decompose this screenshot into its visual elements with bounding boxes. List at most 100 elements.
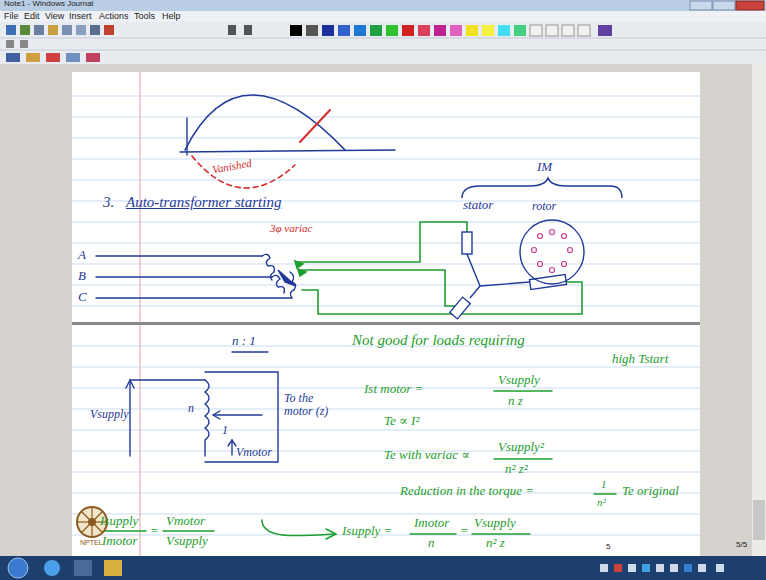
rotor-symbol bbox=[520, 220, 584, 284]
implication-arrow bbox=[262, 520, 334, 536]
variac-symbol bbox=[262, 254, 296, 298]
equation-term: Te original bbox=[622, 484, 679, 498]
taskbar bbox=[656, 564, 664, 572]
rotor-symbol bbox=[562, 262, 567, 267]
im-brace bbox=[462, 178, 622, 198]
scroll-bar bbox=[752, 64, 766, 556]
rotor-symbol bbox=[550, 230, 555, 235]
journal-page bbox=[140, 72, 141, 556]
fraction-bars bbox=[494, 390, 552, 391]
rotor-symbol bbox=[532, 248, 537, 253]
transformer-sketch bbox=[130, 380, 205, 456]
transformer-sketch bbox=[232, 351, 268, 352]
stator-winding bbox=[450, 297, 471, 319]
toolbar bbox=[6, 25, 16, 35]
journal-page bbox=[72, 72, 700, 556]
taskbar bbox=[670, 564, 678, 572]
toolbar bbox=[0, 22, 766, 64]
nptel-logo bbox=[82, 512, 102, 532]
scroll-bar bbox=[752, 64, 766, 556]
title-bar bbox=[713, 1, 735, 10]
fraction-bars bbox=[98, 391, 616, 534]
load-note: To the motor (z) bbox=[284, 392, 340, 418]
toolbar bbox=[434, 25, 446, 36]
taskbar bbox=[642, 564, 650, 572]
stator-winding bbox=[470, 286, 480, 298]
transformer-sketch bbox=[126, 352, 278, 462]
fraction-bars bbox=[472, 533, 530, 534]
stator-winding bbox=[480, 282, 530, 286]
nptel-logo bbox=[82, 512, 102, 532]
menu-item: Tools bbox=[134, 12, 155, 22]
toolbar bbox=[6, 53, 20, 62]
toolbar bbox=[290, 25, 302, 36]
toolbar bbox=[0, 38, 766, 39]
toolbar bbox=[66, 53, 80, 62]
menu-item: Actions bbox=[99, 12, 129, 22]
toolbar bbox=[514, 25, 526, 36]
transformer-sketch bbox=[228, 440, 236, 446]
toolbar bbox=[418, 25, 430, 36]
taskbar bbox=[614, 564, 622, 572]
fraction-bars bbox=[594, 493, 616, 494]
toolbar bbox=[450, 25, 462, 36]
menu-bar bbox=[0, 11, 766, 22]
equation-term: Vmotor bbox=[166, 514, 205, 528]
toolbar bbox=[546, 25, 558, 36]
transformer-sketch bbox=[205, 380, 209, 456]
equation-term: Isupply bbox=[100, 514, 138, 528]
taskbar bbox=[44, 560, 60, 576]
rotor-symbol bbox=[568, 248, 573, 253]
equation-term: Vsupply bbox=[498, 373, 540, 387]
title-bar bbox=[690, 1, 712, 10]
equation-term: Vsupply bbox=[166, 534, 208, 548]
waveform-sketch bbox=[180, 95, 395, 188]
menu-item: File bbox=[4, 12, 19, 22]
rotor-symbol bbox=[550, 268, 555, 273]
equation-term: Te ∝ I² bbox=[384, 414, 419, 428]
toolbar bbox=[86, 53, 100, 62]
logo-text: NPTEL bbox=[80, 539, 103, 547]
menu-item: Help bbox=[162, 12, 181, 22]
stator-winding bbox=[462, 232, 472, 254]
transformer-sketch bbox=[213, 411, 220, 419]
waveform-sketch bbox=[186, 118, 187, 155]
toolbar bbox=[46, 53, 60, 62]
voltage-label: Vsupply bbox=[90, 408, 129, 421]
taskbar bbox=[628, 564, 636, 572]
menu-bar bbox=[0, 11, 766, 22]
toolbar bbox=[0, 50, 766, 51]
journal-page bbox=[72, 222, 700, 223]
journal-page bbox=[72, 306, 700, 307]
toolbar bbox=[482, 25, 494, 36]
part-label: stator bbox=[463, 198, 493, 212]
section-heading: Auto-transformer starting bbox=[126, 194, 281, 211]
handwritten-note: Not good for loads requiring bbox=[352, 332, 525, 349]
title-bar bbox=[0, 0, 766, 11]
equation-term: n² z² bbox=[505, 462, 528, 476]
rotor-symbol bbox=[538, 262, 543, 267]
equation-term: Vsupply bbox=[474, 516, 516, 530]
scroll-bar bbox=[753, 500, 765, 540]
stator-winding bbox=[450, 232, 567, 319]
journal-page bbox=[72, 96, 700, 535]
equation-term: Isupply = bbox=[342, 524, 392, 538]
variac-symbol bbox=[278, 270, 296, 286]
transformer-sketch bbox=[126, 380, 134, 388]
toolbar bbox=[578, 25, 590, 36]
phase-label: C bbox=[78, 290, 87, 304]
component-label: 3φ variac bbox=[270, 222, 312, 234]
toolbar bbox=[322, 25, 334, 36]
equation-term: Vsupply² bbox=[498, 440, 544, 454]
toolbar bbox=[370, 25, 382, 36]
journal-page bbox=[72, 322, 700, 325]
title-bar bbox=[736, 1, 764, 10]
turns-label: 1 bbox=[222, 424, 228, 437]
toolbar bbox=[244, 25, 252, 35]
section-number: 3. bbox=[103, 194, 114, 211]
supply-wires bbox=[1, 1, 292, 298]
rotor-symbol bbox=[520, 220, 584, 284]
taskbar bbox=[0, 556, 766, 580]
taskbar bbox=[74, 560, 92, 576]
taskbar bbox=[0, 556, 766, 580]
